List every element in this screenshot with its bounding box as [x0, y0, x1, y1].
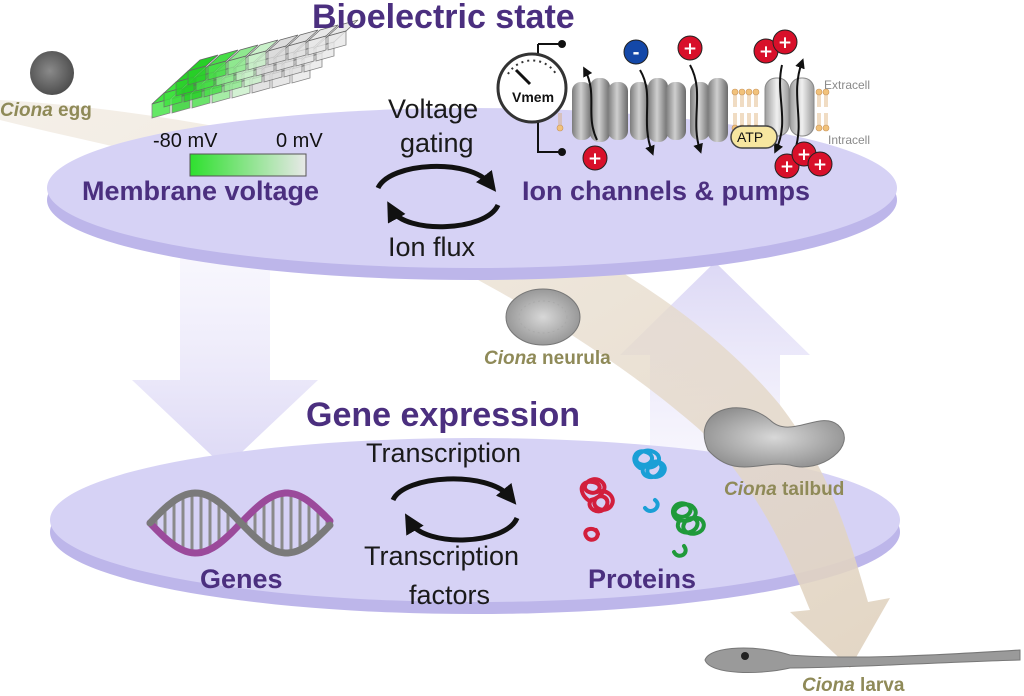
- cell-side: [227, 55, 247, 76]
- cell-side: [247, 50, 267, 71]
- cation-ion: +: [807, 151, 833, 177]
- lipid-head: [822, 88, 830, 96]
- lipid-tail: [747, 95, 751, 107]
- cell-membrane: [556, 88, 830, 132]
- transcription-label: Transcription: [366, 438, 522, 468]
- lipid-tail: [740, 113, 744, 125]
- cation-sign: +: [588, 149, 602, 169]
- lipid-head: [822, 124, 830, 132]
- cell-sheet-illustration: [151, 19, 359, 119]
- gene-expression-platform: [50, 438, 900, 614]
- cation-sign: +: [683, 39, 697, 59]
- cation-ion: +: [753, 38, 779, 64]
- cation-sign: +: [778, 33, 792, 53]
- lipid-tail: [824, 95, 828, 107]
- scale-min-label: -80 mV: [153, 130, 218, 152]
- anion-ion: -: [623, 39, 649, 65]
- bioelectric-platform: [47, 108, 897, 280]
- dna-strand: [146, 489, 334, 557]
- ciona-egg-label: Ciona egg: [0, 100, 92, 121]
- cation-sign: +: [780, 157, 794, 177]
- scale-max-label: 0 mV: [276, 130, 323, 152]
- extracellular-label: Extracell: [824, 78, 871, 92]
- cation-ion: +: [582, 145, 608, 171]
- lipid-tail: [754, 113, 758, 125]
- ion-flux-label: Ion flux: [388, 232, 476, 262]
- ciona-larva-label: Ciona larva: [802, 675, 905, 696]
- cell-side: [287, 40, 307, 61]
- ion-channel-1: [572, 78, 628, 142]
- ion-channel-3: [690, 78, 728, 142]
- cell-side: [327, 30, 347, 51]
- lipid-head: [752, 88, 760, 96]
- transcription-factors-label-line1: Transcription: [364, 541, 520, 571]
- membrane-voltage-label: Membrane voltage: [82, 176, 320, 206]
- gene-expression-title: Gene expression: [306, 396, 581, 434]
- lipid-head: [738, 88, 746, 96]
- vmem-voltmeter: [496, 40, 568, 156]
- ciona-tailbud-image: [703, 407, 845, 468]
- intracellular-label: Intracell: [828, 133, 871, 147]
- transcription-factors-label-line2: factors: [409, 580, 491, 610]
- down-arrow-bioelectric-to-gene: [132, 255, 318, 468]
- lipid-tail: [733, 95, 737, 107]
- dna-helix-icon: [146, 489, 334, 557]
- cation-ion: +: [774, 153, 800, 179]
- lipid-head: [815, 88, 823, 96]
- cation-sign: +: [759, 42, 773, 62]
- voltage-gating-label-line2: gating: [400, 128, 474, 158]
- atp-label: ATP: [737, 129, 764, 145]
- ions: -+++++++: [582, 29, 833, 179]
- lipid-tail: [747, 113, 751, 125]
- lipid-head: [745, 88, 753, 96]
- voltage-cycle-icon: [375, 164, 501, 230]
- proteins-label: Proteins: [588, 564, 697, 594]
- cation-ion: +: [677, 35, 703, 61]
- cell-side: [187, 65, 207, 86]
- lipid-head: [815, 124, 823, 132]
- voltage-gating-label-line1: Voltage: [388, 94, 479, 124]
- anion-sign: -: [632, 43, 639, 63]
- cation-ion: +: [772, 29, 798, 55]
- cell-side: [207, 60, 227, 81]
- lipid-tail: [558, 113, 562, 125]
- lipid-head: [556, 124, 564, 132]
- cell-side: [307, 35, 327, 56]
- ion-channels-pumps-label: Ion channels & pumps: [522, 176, 811, 206]
- transcription-cycle-icon: [390, 476, 520, 543]
- genes-label: Genes: [200, 564, 283, 594]
- ion-flux-arrows: [583, 58, 805, 156]
- vmem-label: Vmem: [512, 89, 555, 105]
- ciona-larva-image: [704, 647, 1021, 674]
- voltage-scale-bar: [189, 153, 307, 177]
- ciona-neurula-image: [505, 288, 581, 346]
- lipid-head: [731, 88, 739, 96]
- ion-channel-2: [630, 78, 686, 142]
- ciona-egg-image: [30, 51, 74, 95]
- ciona-neurula-label: Ciona neurula: [484, 348, 611, 369]
- ciona-tailbud-label: Ciona tailbud: [724, 479, 845, 500]
- cation-sign: +: [813, 155, 827, 175]
- atp-badge: [730, 125, 778, 149]
- proteins-icon: [579, 448, 706, 558]
- bioelectric-state-title: Bioelectric state: [312, 0, 575, 36]
- lipid-tail: [733, 113, 737, 125]
- lipid-tail: [740, 95, 744, 107]
- lipid-tail: [824, 113, 828, 125]
- lipid-tail: [754, 95, 758, 107]
- lipid-tail: [817, 113, 821, 125]
- cell-side: [267, 45, 287, 66]
- lipid-tail: [817, 95, 821, 107]
- cation-sign: +: [797, 145, 811, 165]
